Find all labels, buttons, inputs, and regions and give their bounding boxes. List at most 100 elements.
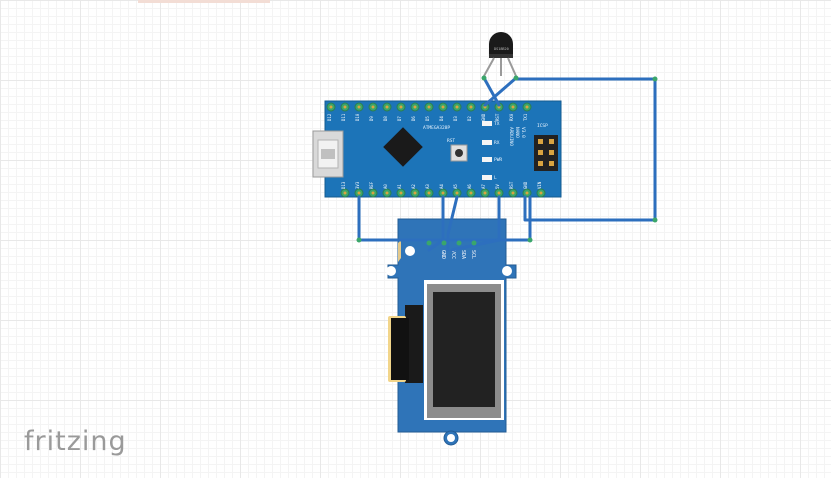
bottom-header-pin-pad [343, 191, 347, 195]
icsp-header[interactable] [534, 135, 558, 171]
board-name: ARDUINO [508, 127, 514, 146]
pin-label: A1 [397, 184, 402, 189]
top-header-pin-pad [357, 105, 361, 109]
oled-mount-hole [502, 266, 512, 276]
pin-label: A0 [383, 184, 388, 189]
icsp-label: ICSP [537, 123, 548, 129]
wire[interactable] [450, 195, 501, 252]
bottom-header-pin-pad [399, 191, 403, 195]
bottom-header-pin-pad [469, 191, 473, 195]
pin-label: REF [369, 181, 374, 189]
bottom-header-pin-pad [427, 191, 431, 195]
arduino-pcb [324, 100, 562, 198]
pin-label: A4 [439, 184, 444, 189]
oled-mount-hole [405, 246, 415, 256]
sensor-leads [483, 57, 517, 77]
top-header-pin-pad [525, 105, 529, 109]
sensor-label: DS18B20 [494, 47, 509, 51]
board-model: NANO [514, 127, 520, 138]
pin-label: A7 [481, 184, 486, 189]
pin-label: D10 [355, 113, 360, 121]
sensor-flat [489, 54, 513, 58]
led-label: RX [494, 140, 500, 146]
arduino-nano[interactable]: ATMEGA328P RST TX RX PWR L ARDUINO NANO … [312, 100, 562, 198]
board-version: V3.0 [520, 127, 526, 138]
led-rx [482, 140, 492, 145]
icsp-pins [538, 139, 554, 166]
top-header-pin-pad [385, 105, 389, 109]
oled-screen [433, 292, 495, 407]
oled-mount-hole [447, 434, 455, 442]
wire[interactable] [446, 195, 459, 252]
reset-button-cap[interactable] [455, 149, 463, 157]
top-header-pin-pad [371, 105, 375, 109]
pin-label: D7 [397, 116, 402, 121]
led-tx [482, 121, 492, 126]
wire[interactable] [483, 76, 518, 107]
pin-label: 3V3 [355, 181, 360, 189]
pin-label: GND [481, 113, 486, 121]
pin-label: D12 [327, 113, 332, 121]
wire-endpoints [356, 75, 658, 246]
top-header-pin-pad [399, 105, 403, 109]
pin-label: A6 [467, 184, 472, 189]
pin-label: D4 [439, 116, 444, 121]
pin-label: GND [523, 181, 528, 189]
top-header-pin-pad [329, 105, 333, 109]
top-pin-labels: D12 D11 D10 D9 D8 D7 D6 D5 D4 D3 D2 GND … [327, 113, 528, 121]
pin-label: D8 [383, 116, 388, 121]
bottom-header-pin-pad [413, 191, 417, 195]
bottom-header-pin-pad [483, 191, 487, 195]
top-pin-row[interactable] [326, 102, 532, 112]
bottom-header-pin-pad [357, 191, 361, 195]
oled-pin-label: SCL [470, 250, 476, 259]
top-header-pin-pad [511, 105, 515, 109]
oled-ribbon [405, 305, 423, 383]
pin-label: A3 [425, 184, 430, 189]
oled-flex-black [391, 318, 409, 380]
led-l [482, 175, 492, 180]
top-header-pin-pad [455, 105, 459, 109]
oled-mount-hole [386, 266, 396, 276]
pin-label: VIN [537, 181, 542, 189]
bottom-header-pin-pad [455, 191, 459, 195]
pin-label: D6 [411, 116, 416, 121]
bottom-header-pin-pad [497, 191, 501, 195]
reset-label: RST [447, 138, 455, 144]
usb-port-inner [321, 149, 335, 159]
pin-label: 5V [495, 184, 500, 189]
bottom-header-pin-pad [441, 191, 445, 195]
led-label: L [494, 175, 497, 181]
pin-label: RX0 [509, 113, 514, 121]
pin-label: D9 [369, 116, 374, 121]
led-label: PWR [494, 157, 502, 163]
chip-label: ATMEGA328P [423, 125, 450, 131]
bottom-header-pin-pad [525, 191, 529, 195]
top-header-pin-pad [427, 105, 431, 109]
oled-module[interactable]: SCL SDA VCC GND [386, 218, 517, 446]
wire[interactable] [482, 76, 501, 107]
pin-label: D11 [341, 113, 346, 121]
pin-label: D3 [453, 116, 458, 121]
pin-label: RST [509, 181, 514, 189]
oled-connector-ring [398, 240, 401, 262]
bottom-pin-labels: D13 3V3 REF A0 A1 A2 A3 A4 A5 A6 A7 5V R… [341, 181, 542, 189]
pin-label: D2 [467, 116, 472, 121]
oled-pin-label: SDA [460, 250, 466, 259]
led-pwr [482, 157, 492, 162]
top-header-pin-pad [343, 105, 347, 109]
pin-label: TX1 [523, 113, 528, 121]
atmega-chip [383, 127, 423, 167]
oled-pin-label: GND [440, 250, 446, 259]
temperature-sensor[interactable]: DS18B20 [483, 32, 517, 77]
top-header-pin-pad [469, 105, 473, 109]
wire[interactable] [427, 195, 445, 252]
bottom-header-pin-pad [539, 191, 543, 195]
led-label: TX [494, 121, 500, 127]
bottom-pin-row[interactable] [340, 188, 546, 198]
top-edge-strip [138, 0, 270, 3]
pin-label: RST [495, 113, 500, 121]
fritzing-logo: fritzing [24, 426, 127, 457]
pin-label: A2 [411, 184, 416, 189]
